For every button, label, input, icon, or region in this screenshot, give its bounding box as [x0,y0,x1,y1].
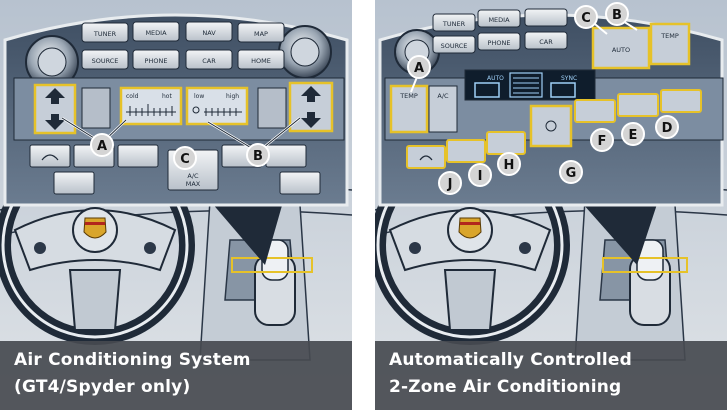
left-panel: TUNER MEDIA NAV MAP SOURCE PHONE CAR HOM… [0,0,352,410]
climate-location-marker [231,257,313,273]
callout-f: F [598,134,607,149]
fan-bars-lines [513,77,539,94]
auto-button[interactable] [591,26,651,70]
phone-button[interactable]: PHONE [145,57,168,65]
sync-label: SYNC [561,75,577,82]
callout-b: B [612,8,622,23]
climate-location-marker [602,257,688,273]
media-button[interactable]: MEDIA [488,16,510,24]
right-panel: TUNER MEDIA SOURCE PHONE CAR AUTO TEMP T… [375,0,727,410]
caption-right: Automatically Controlled 2-Zone Air Cond… [375,341,727,410]
defrost-icon [41,154,59,161]
temp-left-rocker[interactable] [389,84,429,134]
climate-display [464,69,596,101]
hot-label: hot [162,93,172,100]
tuner-button[interactable]: TUNER [93,30,117,38]
arrow-down-icon [301,112,321,128]
ac-button[interactable] [428,85,458,133]
fan-bars [509,72,543,98]
zoom-pointer [205,195,285,265]
left-illustration: TUNER MEDIA NAV MAP SOURCE PHONE CAR HOM… [0,0,352,410]
map-button[interactable]: MAP [254,30,268,38]
callout-d: D [662,121,673,136]
source-button[interactable]: SOURCE [92,57,119,65]
source-button[interactable]: SOURCE [441,42,468,50]
callout-c: C [180,152,190,167]
display-auto-label: AUTO [487,75,504,82]
callout-c: C [581,11,591,26]
callout-i: I [478,169,483,184]
max-ac-button[interactable] [446,139,486,163]
temp-right-label: TEMP [660,32,679,40]
fan-display [185,86,249,126]
temperature-display [119,86,183,126]
zoomed-control-panel: TUNER MEDIA SOURCE PHONE CAR AUTO TEMP T… [378,8,724,207]
left-temp-digits [474,82,500,98]
porsche-crest-icon [458,217,482,239]
temperature-scale [126,104,176,116]
fan-scale [204,108,242,116]
home-button[interactable]: HOME [251,57,271,65]
ac-label: A/C [187,172,199,180]
seat-heat-left-button[interactable] [53,171,95,195]
ac-label: A/C [437,92,449,100]
rear-defrost-button[interactable] [486,131,526,155]
cold-label: cold [126,93,139,100]
temp-left-label: TEMP [399,92,418,100]
callout-b-badge [246,143,270,167]
footwell-air-button[interactable] [574,99,616,123]
low-label: low [194,93,204,100]
fan-icon [545,120,557,132]
air-distribution-button[interactable] [265,144,307,168]
zoomed-control-panel: TUNER MEDIA NAV MAP SOURCE PHONE CAR HOM… [3,13,349,207]
caption-left-title: Air Conditioning System [14,350,251,370]
right-illustration: TUNER MEDIA SOURCE PHONE CAR AUTO TEMP T… [375,0,727,410]
right-temp-digits [550,82,576,98]
rear-defrost-button[interactable] [29,144,71,168]
phone-button[interactable]: PHONE [488,39,511,47]
auto-label: AUTO [612,46,630,54]
steering-wheel [375,145,570,345]
center-air-button[interactable] [617,93,659,117]
caption-right-title: Automatically Controlled [389,350,633,370]
arrow-up-icon [301,86,321,102]
defrost-icon [419,155,433,161]
callout-h: H [504,158,515,173]
temp-right-rocker[interactable] [649,22,691,66]
nav-button[interactable]: NAV [202,29,216,37]
callout-badges [407,2,679,195]
seat-heat-right-button[interactable] [279,171,321,195]
windshield-air-button[interactable] [660,89,702,113]
max-label: MAX [186,180,201,188]
callout-a-badge [90,133,114,157]
high-label: high [226,93,239,100]
callout-g: G [566,166,577,181]
car-button[interactable]: CAR [539,38,553,46]
callout-a: A [414,61,424,76]
callout-j: J [447,177,453,192]
callout-a: A [97,139,107,154]
fan-speed-button[interactable] [529,104,573,148]
callout-b: B [253,149,263,164]
arrow-up-icon [45,88,65,104]
callout-e: E [629,128,638,143]
defrost-button[interactable] [406,145,446,169]
callout-c-badge [173,146,197,170]
porsche-crest-icon [83,217,107,239]
media-button[interactable]: MEDIA [145,29,167,37]
caption-left: Air Conditioning System (GT4/Spyder only… [0,341,352,410]
tuner-button[interactable]: TUNER [442,20,466,28]
rear-window-button[interactable] [117,144,159,168]
car-button[interactable]: CAR [202,57,216,65]
caption-left-subtitle: (GT4/Spyder only) [14,377,191,397]
fan-icon [192,106,200,114]
zoom-pointer [575,195,660,265]
arrow-down-icon [45,114,65,130]
caption-right-subtitle: 2-Zone Air Conditioning [389,377,622,397]
